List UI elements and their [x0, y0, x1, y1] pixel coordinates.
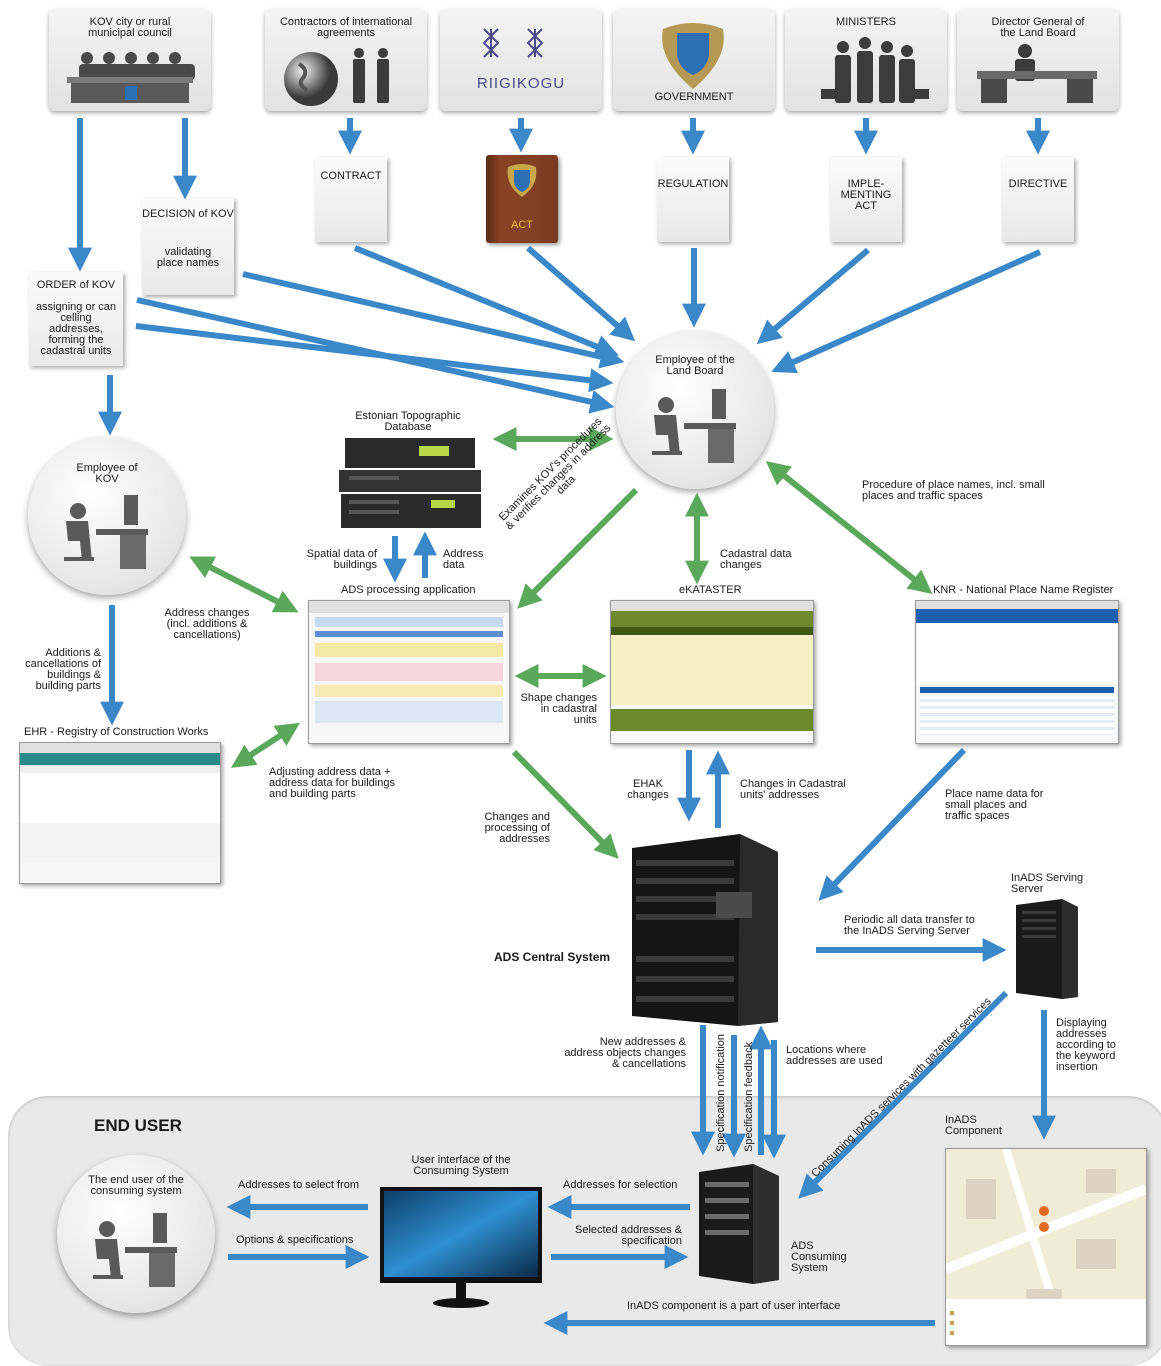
- ministers-card: MINISTERS: [785, 9, 947, 111]
- decision-kov-text: validating place names: [156, 246, 220, 269]
- server-rack-icon: [339, 438, 481, 528]
- directive-doc: DIRECTIVE: [1002, 157, 1074, 242]
- person-at-desk-icon: [93, 1213, 177, 1287]
- new-addresses-label: New addresses & address objects changes …: [564, 1036, 686, 1070]
- changes-cadastral-units-label: Changes in Cadastral units' addresses: [740, 778, 846, 801]
- person-at-desk-icon: [64, 495, 148, 569]
- ekataster-screenshot: [610, 600, 814, 744]
- director-label: Director General of the Land Board: [991, 16, 1085, 39]
- ministers-label: MINISTERS: [836, 16, 896, 28]
- periodic-transfer-label: Periodic all data transfer to the InADS …: [844, 914, 975, 937]
- ui-consuming-label: User interface of the Consuming System: [411, 1154, 511, 1177]
- decision-kov-title: DECISION of KOV: [142, 208, 234, 220]
- selected-addresses-label: Selected addresses & specification: [574, 1224, 682, 1247]
- ehak-changes-label: EHAK changes: [627, 778, 669, 801]
- displaying-addresses-label: Displaying addresses according to the ke…: [1056, 1017, 1116, 1073]
- kov-council-card: KOV city or rural municipal council: [49, 9, 211, 111]
- inads-server-label: InADS Serving Server: [1011, 872, 1084, 895]
- inads-part-ui-label: InADS component is a part of user interf…: [627, 1300, 841, 1312]
- director-card: Director General of the Land Board: [957, 9, 1119, 111]
- etak-label: Estonian Topographic Database: [355, 410, 461, 433]
- spec-notification-label: Specification notification: [715, 1033, 727, 1152]
- order-kov-doc: ORDER of KOV assigning or can celling ad…: [29, 272, 123, 366]
- council-table-icon: [67, 52, 195, 103]
- employee-kov-label: Employee of KOV: [76, 462, 138, 485]
- changes-processing-label: Changes and processing of addresses: [484, 811, 550, 845]
- order-kov-title: ORDER of KOV: [36, 279, 116, 291]
- options-specs-label: Options & specifications: [236, 1234, 354, 1246]
- additions-cancellations-label: Additions & cancellations of buildings &…: [25, 647, 101, 692]
- ehr-label: EHR - Registry of Construction Works: [24, 726, 209, 738]
- ads-central-label: ADS Central System: [494, 950, 611, 964]
- shape-changes-label: Shape changes in cadastral units: [520, 692, 597, 726]
- directive-label: DIRECTIVE: [1008, 178, 1068, 190]
- cadastral-changes-label: Cadastral data changes: [720, 548, 792, 571]
- tower-server-icon: [699, 1164, 779, 1284]
- employee-land-board-label: Employee of the Land Board: [655, 354, 735, 377]
- spec-feedback-label: Specification feedback: [743, 1041, 755, 1152]
- act-label: ACT: [511, 219, 533, 231]
- contractors-label: Contractors of international agreements: [279, 16, 413, 39]
- kov-council-label: KOV city or rural municipal council: [88, 16, 172, 39]
- contract-label: CONTRACT: [320, 170, 382, 182]
- map-icon: [946, 1149, 1146, 1345]
- employee-land-board-circle: Employee of the Land Board: [616, 331, 774, 489]
- addresses-select-from-label: Addresses to select from: [238, 1179, 360, 1191]
- implementing-act-doc: IMPLE- MENTING ACT: [830, 157, 902, 242]
- contract-doc: CONTRACT: [315, 157, 387, 242]
- regulation-label: REGULATION: [657, 178, 729, 190]
- end-user-heading: END USER: [94, 1116, 182, 1135]
- act-book: ACT: [486, 155, 558, 243]
- director-desk-icon: [977, 44, 1097, 103]
- place-name-data-label: Place name data for small places and tra…: [945, 788, 1044, 822]
- globe-handshake-icon: [284, 48, 389, 106]
- riigikogu-label: RIIGIKOGU: [476, 75, 566, 92]
- server-rack-icon: [632, 834, 778, 1026]
- ehr-screenshot: [19, 742, 221, 884]
- procedure-place-names-label: Procedure of place names, incl. small pl…: [862, 479, 1045, 502]
- implementing-act-label: IMPLE- MENTING ACT: [840, 178, 892, 212]
- locations-used-label: Locations where addresses are used: [786, 1044, 883, 1067]
- decision-kov-doc: DECISION of KOV validating place names: [142, 198, 234, 295]
- government-label: GOVERNMENT: [654, 91, 734, 103]
- address-changes-label: Address changes (incl. additions & cance…: [164, 607, 250, 641]
- address-data-label: Address data: [443, 548, 484, 571]
- end-user-circle: The end user of the consuming system: [57, 1155, 215, 1313]
- regulation-doc: REGULATION: [657, 157, 729, 242]
- knr-screenshot: [915, 600, 1119, 744]
- ads-app-screenshot: [308, 600, 510, 744]
- contractors-card: Contractors of international agreements: [265, 9, 427, 111]
- addresses-for-selection-label: Addresses for selection: [563, 1179, 678, 1191]
- riigikogu-card: RIIGIKOGU: [440, 9, 602, 111]
- end-user-person-label: The end user of the consuming system: [88, 1174, 184, 1197]
- coat-of-arms-icon: [662, 23, 724, 89]
- inads-component-label: InADS Component: [945, 1114, 1002, 1137]
- knr-label: KNR - National Place Name Register: [933, 584, 1114, 596]
- monitor-icon: [380, 1187, 542, 1308]
- employee-kov-circle: Employee of KOV: [28, 437, 186, 595]
- ekataster-label: eKATASTER: [679, 584, 742, 596]
- person-at-desk-icon: [652, 389, 736, 463]
- government-card: GOVERNMENT: [613, 9, 775, 111]
- riigikogu-logo: [482, 28, 544, 58]
- ads-app-label: ADS processing application: [341, 584, 476, 596]
- tower-server-icon: [1016, 899, 1078, 999]
- adjusting-address-label: Adjusting address data + address data fo…: [269, 766, 395, 800]
- order-kov-text: assigning or can celling addresses, form…: [35, 301, 117, 357]
- inads-map-screenshot: [945, 1148, 1147, 1346]
- act-emblem-icon: [507, 164, 537, 197]
- ministers-group-icon: [821, 37, 929, 103]
- spatial-data-label: Spatial data of buildings: [306, 548, 377, 571]
- ads-consuming-label: ADS Consuming System: [791, 1240, 847, 1274]
